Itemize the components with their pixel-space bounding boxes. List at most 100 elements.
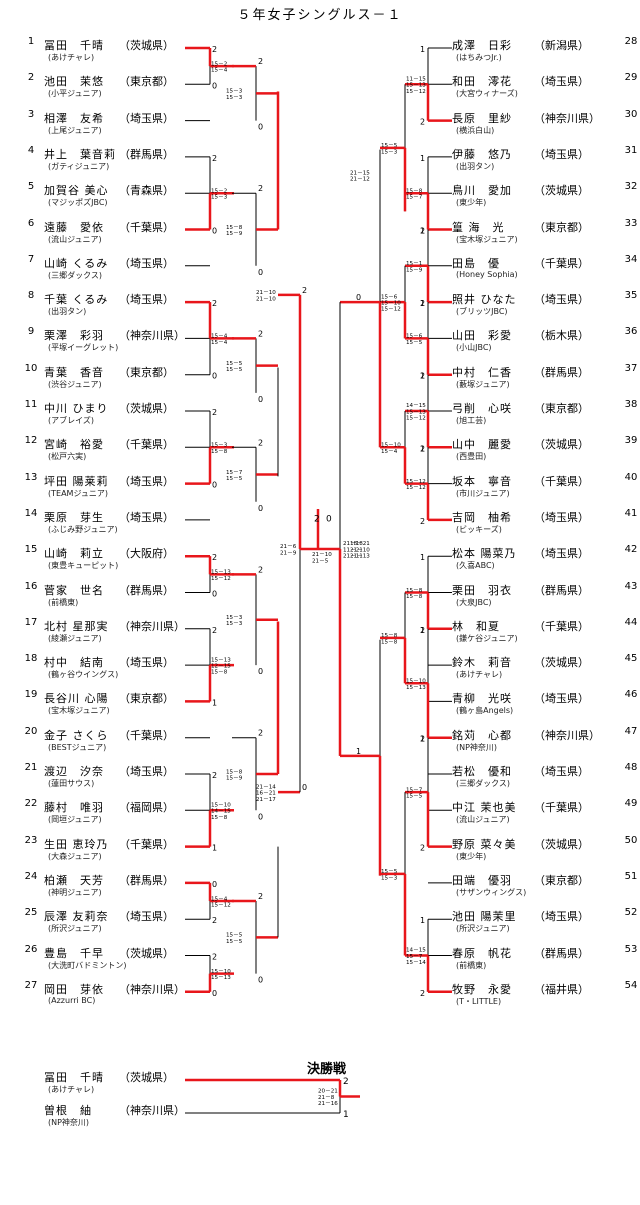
player-club: (あけチャレ) [48, 53, 95, 62]
right-player: 篁 海 光（東京都）(宝木塚ジュニア)33 [452, 218, 640, 252]
right-player: 田島 優（千葉県）(Honey Sophia)34 [452, 254, 640, 288]
game-score: 0 [212, 372, 217, 381]
player-club: (所沢ジュニア) [48, 924, 102, 934]
player-club: (神明ジュニア) [48, 887, 102, 897]
player-club: (鶴ヶ島Angels) [456, 706, 514, 716]
match-score: 11－21 [343, 547, 363, 553]
match-score: 11－15 [406, 77, 426, 83]
player-prefecture: （神奈川県） [119, 329, 185, 343]
player-number: 47 [624, 725, 638, 737]
player-prefecture: （群馬県） [534, 365, 589, 379]
player-club: (出羽タン) [456, 161, 495, 171]
game-score: 2 [420, 227, 425, 236]
player-number: 11 [24, 399, 38, 410]
match-score: 15－1 [406, 261, 423, 267]
right-player: 伊藤 悠乃（埼玉県）(出羽タン)31 [452, 145, 640, 179]
player-name: 井上 葉音莉 [44, 147, 116, 161]
player-name: 遠藤 愛依 [44, 220, 104, 234]
player-prefecture: （埼玉県） [534, 147, 589, 161]
player-prefecture: （埼玉県） [534, 510, 589, 524]
match-score: 15－8 [381, 633, 398, 639]
player-club: (宝木塚ジュニア) [456, 234, 518, 244]
player-prefecture: （埼玉県） [534, 75, 589, 89]
player-prefecture: （埼玉県） [119, 656, 174, 670]
match-score: 21－10 [350, 547, 370, 553]
player-number: 31 [624, 144, 638, 156]
right-player: 長原 里紗（神奈川県）(横浜白山)30 [452, 109, 640, 143]
match-score: 12－15 [211, 664, 231, 670]
right-player: 成澤 日彩（新潟県）(はちみつJr.)28 [452, 36, 640, 70]
player-number: 41 [624, 507, 638, 519]
player-number: 3 [27, 108, 35, 120]
player-club: (大宮ウィナーズ) [456, 89, 518, 99]
player-club: (大洗町バドミントン) [48, 960, 127, 970]
game-score: 2 [212, 626, 217, 635]
game-score: 2 [258, 438, 263, 447]
player-number: 7 [27, 253, 35, 265]
game-score: 0 [258, 976, 263, 985]
player-club: (旭工芸) [456, 416, 487, 425]
game-score: 2 [420, 517, 425, 526]
player-name: 山崎 莉立 [44, 547, 104, 561]
finalist: 曽根 紬（神奈川県）(NP神奈川) [24, 1101, 185, 1135]
player-name: 池田 陽茉里 [452, 910, 517, 924]
game-score: 2 [420, 444, 425, 453]
player-name: 生田 恵玲乃 [44, 837, 109, 851]
game-score: 1 [420, 444, 425, 453]
match-score: 15－10 [211, 803, 231, 809]
match-score: 15－13 [406, 685, 426, 691]
right-player: 鈴木 莉音（茨城県）(あけチャレ)45 [452, 653, 640, 687]
player-name: 田島 優 [452, 256, 500, 270]
player-number: 9 [27, 326, 35, 338]
player-number: 50 [624, 834, 638, 846]
player-number: 38 [624, 399, 638, 410]
player-club: (サザンウィングス) [456, 887, 527, 897]
right-player: 青柳 光咲（埼玉県）(鶴ヶ島Angels)46 [452, 689, 640, 723]
player-prefecture: （東京都） [534, 402, 589, 415]
player-prefecture: （埼玉県） [534, 293, 589, 307]
game-score: 2 [212, 299, 217, 308]
player-name: 栗澤 彩羽 [44, 329, 104, 343]
game-score: 1 [420, 735, 425, 744]
match-score: 15－8 [211, 670, 228, 676]
player-club: (宝木塚ジュニア) [48, 706, 110, 716]
match-score: 15－5 [226, 939, 243, 945]
match-score: 21－14 [256, 784, 276, 790]
final-match-score: 21－16 [318, 1101, 338, 1107]
player-name: 照井 ひなた [452, 293, 517, 307]
right-player: 和田 澪花（埼玉県）(大宮ウィナーズ)29 [452, 72, 640, 106]
player-number: 53 [624, 943, 638, 955]
player-name: 加賀谷 美心 [44, 184, 109, 198]
player-club: (マジッポズJBC) [48, 198, 108, 208]
match-score: 15－4 [211, 340, 228, 346]
player-prefecture: （東京都） [534, 873, 589, 887]
game-score: 2 [302, 286, 307, 295]
right-player: 池田 陽茉里（埼玉県）(所沢ジュニア)52 [452, 907, 640, 941]
game-score: 2 [258, 329, 263, 338]
match-score: 15－13 [211, 570, 231, 576]
right-player: 野原 菜々美（茨城県）(東少年)50 [452, 835, 640, 869]
game-score: 2 [258, 892, 263, 901]
player-prefecture: （埼玉県） [534, 692, 589, 706]
game-score: 2 [212, 408, 217, 417]
right-player: 中村 仁香（群馬県）(藪塚ジュニア)37 [452, 363, 640, 397]
center-score: 0 [326, 515, 332, 525]
game-score: 2 [420, 735, 425, 744]
player-prefecture: （埼玉県） [119, 256, 174, 270]
player-name: 牧野 永愛 [452, 982, 512, 996]
player-number: 52 [624, 907, 638, 919]
player-prefecture: （群馬県） [534, 946, 589, 960]
player-number: 49 [624, 798, 638, 810]
player-name: 松本 陽菜乃 [452, 547, 517, 561]
player-club: (Honey Sophia) [456, 269, 518, 279]
right-player: 春原 帆花（群馬県）(前橋東)53 [452, 944, 640, 978]
player-club: (三郷ダックス) [48, 270, 103, 280]
